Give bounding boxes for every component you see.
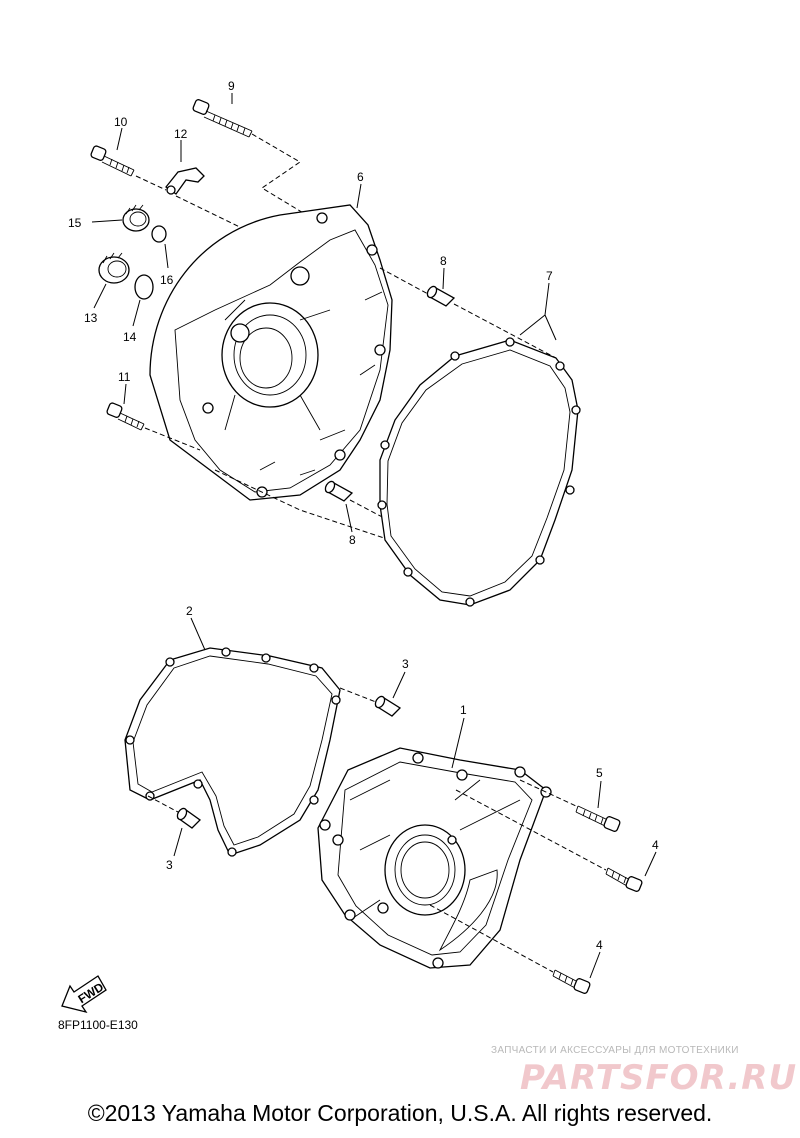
leader-3b [173, 827, 183, 857]
callout-12: 12 [174, 127, 188, 141]
callout-7: 7 [546, 269, 553, 283]
gasket-2[interactable] [124, 647, 341, 857]
dowel-pin-8a[interactable] [426, 285, 456, 307]
callout-9: 9 [228, 79, 235, 93]
callout-8a: 8 [440, 254, 447, 268]
bolt-4b[interactable] [552, 969, 591, 994]
bolt-9[interactable] [192, 99, 253, 138]
plug-13[interactable] [98, 252, 130, 284]
plug-15[interactable] [122, 204, 150, 232]
callout-14: 14 [123, 330, 137, 344]
callout-6: 6 [357, 170, 364, 184]
watermark-caption: ЗАПЧАСТИ И АКСЕССУАРЫ ДЛЯ МОТОТЕХНИКИ [491, 1045, 739, 1056]
leader-2 [190, 617, 206, 651]
leader-4a [644, 851, 657, 877]
dash-3b [147, 795, 179, 813]
leader-8a [442, 267, 445, 290]
callout-4a: 4 [652, 838, 659, 852]
leader-7 [519, 282, 557, 341]
o-ring-16[interactable] [151, 225, 167, 243]
leader-6 [356, 183, 362, 209]
leader-5 [597, 780, 602, 809]
dowel-pin-3b[interactable] [176, 807, 202, 829]
dash-4a [455, 789, 607, 871]
leader-10 [116, 127, 123, 151]
cover-1[interactable] [317, 747, 552, 969]
o-ring-14[interactable] [134, 274, 154, 300]
callout-15: 15 [68, 216, 82, 230]
dowel-pin-3a[interactable] [374, 695, 402, 717]
callout-1: 1 [460, 703, 467, 717]
bolt-4a[interactable] [605, 867, 643, 892]
copyright-notice: ©2013 Yamaha Motor Corporation, U.S.A. A… [87, 1100, 713, 1126]
dash-5 [519, 779, 577, 807]
diagram-code: 8FP1100-E130 [58, 1018, 138, 1032]
leader-11 [123, 383, 127, 405]
dash-4b [429, 904, 554, 973]
leader-1 [451, 717, 465, 769]
dash-3a [339, 687, 377, 703]
dash-11 [144, 427, 201, 451]
leader-4b [589, 951, 601, 979]
leader-13 [93, 283, 107, 309]
callout-4b: 4 [596, 938, 603, 952]
callout-8b: 8 [349, 533, 356, 547]
crankcase-cover-6[interactable] [149, 204, 393, 501]
callout-3a: 3 [402, 657, 409, 671]
callout-16: 16 [160, 273, 174, 287]
bracket-12[interactable] [165, 167, 205, 195]
dash-cover [214, 267, 557, 541]
callout-3b: 3 [166, 858, 173, 872]
gasket-7[interactable] [377, 337, 581, 607]
watermark-logo: PARTSFOR.RU [520, 1058, 798, 1098]
leader-16 [164, 243, 169, 269]
leader-8b [345, 503, 353, 533]
dash-9 [251, 133, 306, 215]
leader-3a [392, 671, 406, 699]
bolt-10[interactable] [90, 145, 135, 177]
bolt-5[interactable] [575, 805, 621, 832]
callout-11: 11 [118, 370, 131, 384]
callout-13: 13 [84, 311, 98, 325]
leader-14 [132, 299, 141, 327]
fwd-arrow-icon: FWD [61, 975, 107, 1014]
dash-10-12 [135, 175, 251, 233]
callout-5: 5 [596, 766, 603, 780]
callout-10: 10 [114, 115, 128, 129]
callout-2: 2 [186, 604, 193, 618]
dowel-pin-8b[interactable] [324, 480, 354, 502]
bolt-11[interactable] [106, 402, 145, 431]
leader-15 [91, 219, 123, 223]
